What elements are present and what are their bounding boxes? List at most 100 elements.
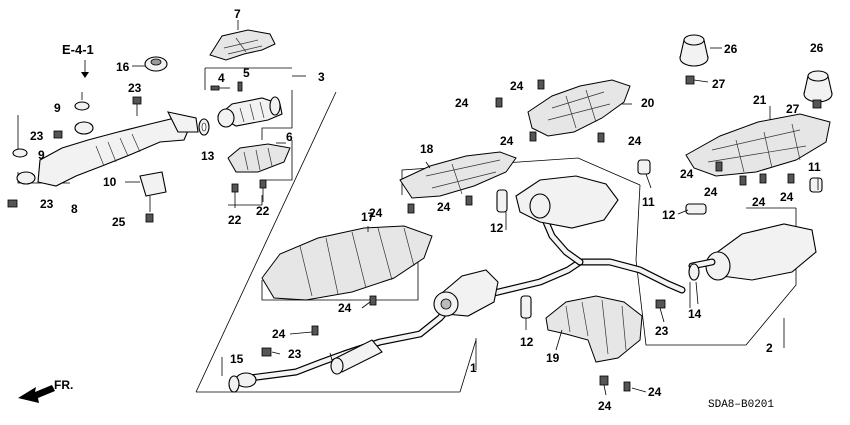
part-12-hanger[interactable]	[685, 203, 707, 215]
callout-12: 12	[520, 335, 534, 349]
callout-22: 22	[256, 204, 270, 218]
callout-labels: 7 16 4 5 3 23 9 23 9 13 6 10 8 23 25 22 …	[30, 7, 824, 413]
callout-24: 24	[598, 399, 612, 413]
part-23-nut[interactable]	[655, 299, 666, 309]
callout-7: 7	[234, 7, 241, 21]
part-9-gasket[interactable]	[74, 101, 90, 111]
callout-24: 24	[704, 185, 718, 199]
part-23-nut[interactable]	[132, 96, 142, 105]
callout-10: 10	[103, 175, 117, 189]
callout-1: 1	[470, 361, 477, 375]
callout-26: 26	[810, 41, 824, 55]
part-24-bolt[interactable]	[465, 195, 473, 206]
part-27-bolt[interactable]	[685, 75, 709, 85]
callout-24: 24	[628, 134, 642, 148]
callout-24: 24	[437, 200, 451, 214]
part-27-bolt[interactable]	[812, 99, 822, 109]
part-24-bolt[interactable]	[739, 175, 747, 186]
part-11-hanger[interactable]	[637, 159, 651, 175]
part-15-gasket[interactable]	[228, 375, 240, 393]
part-14-gasket[interactable]	[688, 263, 700, 281]
callout-23: 23	[128, 81, 142, 95]
part-24-bolt[interactable]	[623, 381, 631, 392]
callout-25: 25	[112, 215, 126, 229]
callout-5: 5	[243, 66, 250, 80]
callout-14: 14	[688, 307, 702, 321]
part-24-bolt[interactable]	[759, 173, 767, 184]
part-23-nut[interactable]	[53, 130, 63, 139]
part-13-gasket[interactable]	[198, 118, 210, 136]
callout-23: 23	[40, 197, 54, 211]
part-24-bolt[interactable]	[597, 132, 605, 143]
part-17-heat-shield[interactable]	[261, 225, 433, 301]
part-19-heat-shield[interactable]	[545, 295, 643, 363]
part-16-grommet[interactable]	[144, 56, 168, 72]
part-24-bolt[interactable]	[787, 173, 795, 184]
part-2-muffler-assembly[interactable]	[515, 175, 817, 294]
part-4-bolt[interactable]	[210, 85, 230, 91]
part-12-hanger[interactable]	[496, 189, 508, 213]
callout-23: 23	[30, 129, 44, 143]
callout-4: 4	[218, 71, 225, 85]
part-23-nut[interactable]	[7, 199, 18, 208]
callout-13: 13	[201, 149, 215, 163]
part-22-bolt[interactable]	[259, 179, 267, 202]
callout-22: 22	[228, 213, 242, 227]
callout-12: 12	[490, 221, 504, 235]
part-11-hanger[interactable]	[809, 177, 823, 193]
callout-8: 8	[71, 202, 78, 216]
part-24-bolt[interactable]	[369, 295, 377, 306]
part-3-catalytic-converter[interactable]	[217, 96, 283, 128]
part-24-bolt[interactable]	[715, 161, 723, 172]
callout-17: 17	[361, 210, 375, 224]
front-direction-label: FR.	[54, 378, 73, 392]
part-24-bolt[interactable]	[537, 79, 545, 90]
part-20-heat-shield[interactable]	[527, 79, 631, 137]
part-8-front-pipe[interactable]	[16, 111, 199, 187]
section-reference: E-4-1	[62, 42, 94, 57]
callout-24: 24	[338, 301, 352, 315]
part-24-bolt[interactable]	[311, 325, 319, 336]
callout-21: 21	[753, 93, 767, 107]
part-9-gasket[interactable]	[12, 148, 28, 158]
part-24-bolt[interactable]	[495, 97, 503, 108]
part-24-bolt[interactable]	[529, 131, 537, 142]
callout-24: 24	[680, 167, 694, 181]
callout-23: 23	[655, 324, 669, 338]
callout-24: 24	[752, 195, 766, 209]
callout-26: 26	[724, 42, 738, 56]
part-10-bracket[interactable]	[139, 171, 167, 212]
part-26-damper[interactable]	[679, 34, 709, 67]
part-26-damper[interactable]	[803, 70, 833, 103]
callout-27: 27	[786, 102, 800, 116]
callout-16: 16	[116, 60, 130, 74]
callout-9: 9	[54, 101, 61, 115]
part-23-nut[interactable]	[261, 347, 272, 357]
callout-6: 6	[286, 130, 293, 144]
part-21-heat-shield[interactable]	[685, 113, 831, 177]
part-24-bolt[interactable]	[599, 375, 609, 386]
callout-19: 19	[546, 351, 560, 365]
callout-11: 11	[642, 195, 655, 209]
part-1-middle-pipe[interactable]	[235, 258, 584, 388]
callout-11: 11	[808, 160, 821, 174]
callout-24: 24	[455, 96, 469, 110]
part-7-heat-shield[interactable]	[209, 29, 276, 61]
part-12-hanger[interactable]	[520, 295, 532, 319]
front-direction-arrow	[18, 385, 55, 403]
part-24-bolt[interactable]	[407, 203, 415, 214]
part-22-bolt[interactable]	[231, 183, 239, 208]
callout-24: 24	[510, 79, 524, 93]
callout-3: 3	[318, 70, 325, 84]
callout-24: 24	[369, 206, 383, 220]
part-6-heat-shield[interactable]	[227, 143, 291, 173]
callout-24: 24	[500, 134, 514, 148]
callout-24: 24	[780, 190, 794, 204]
callout-23: 23	[288, 347, 302, 361]
callout-15: 15	[230, 352, 244, 366]
part-5-bolt[interactable]	[237, 81, 243, 92]
part-18-heat-shield[interactable]	[399, 151, 517, 199]
part-25-bolt[interactable]	[145, 213, 154, 223]
callout-24: 24	[648, 385, 662, 399]
